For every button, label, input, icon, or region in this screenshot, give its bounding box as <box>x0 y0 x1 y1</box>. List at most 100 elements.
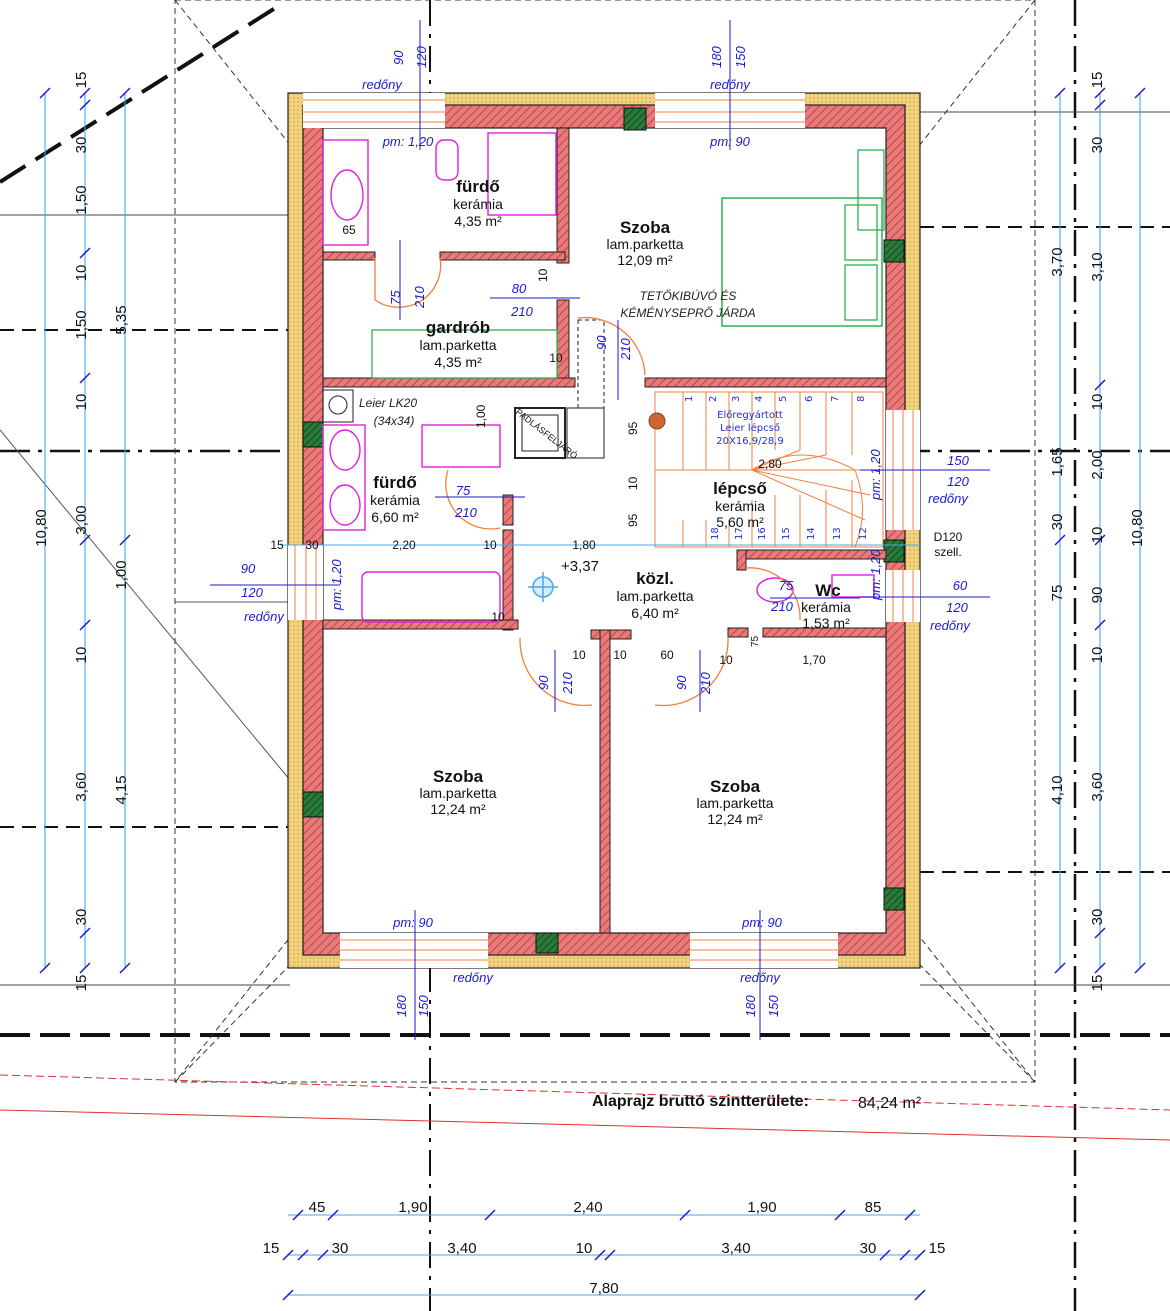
door-swings <box>374 257 801 707</box>
dim-int-10-g: 10 <box>536 268 550 282</box>
label-door-75-c: 75 <box>779 578 794 593</box>
svg-text:5: 5 <box>778 396 789 402</box>
dim-int-95-a: 95 <box>626 421 640 435</box>
svg-text:14: 14 <box>806 527 817 540</box>
dim-left-6: 10 <box>73 394 90 411</box>
dim-int-95-b: 95 <box>626 513 640 527</box>
dim-right-mid-5: 4,10 <box>1049 775 1066 804</box>
room-name-bath-mid: fürdő <box>373 473 416 492</box>
dimensions-right: 15 30 3,10 10 2,00 10 90 10 3,60 30 15 3… <box>1049 72 1146 992</box>
dim-right-mid-6: 10,80 <box>1129 509 1146 547</box>
dim-right-9: 3,60 <box>1089 772 1106 801</box>
note-stair-width: 2,80 <box>758 457 782 471</box>
svg-text:3: 3 <box>731 396 742 402</box>
interior-walls <box>322 127 887 934</box>
dim-left-4: 10 <box>73 265 90 282</box>
dim-bottom-total: 7,80 <box>589 1280 618 1297</box>
dim-int-wc-75: 75 <box>750 635 761 647</box>
label-pm-90-top: pm: 90 <box>709 134 751 149</box>
note-stair-3: 20X16,9/28,9 <box>716 436 783 447</box>
dim-right-mid-4: 75 <box>1049 585 1066 602</box>
label-door-210-a: 210 <box>510 304 533 319</box>
room-name-wc: Wc <box>815 581 841 600</box>
dim-right-4: 10 <box>1089 394 1106 411</box>
summary-value: 84,24 m² <box>858 1095 922 1112</box>
dim-right-3: 3,10 <box>1089 252 1106 281</box>
label-w-180-bottom-right: 180 <box>743 995 758 1017</box>
room-area-wc: 1,53 m² <box>802 615 850 631</box>
label-w-180-bottom-left: 180 <box>394 995 409 1017</box>
dimensions-left: 15 30 1,50 10 1,50 10 3,00 1,00 10 3,60 … <box>33 72 130 992</box>
dim-left-mid-2: 10,80 <box>33 509 50 547</box>
label-shutter-bottom-left: redőny <box>453 970 494 985</box>
room-floor-bedroom-ne: lam.parketta <box>606 236 683 252</box>
label-door-210-b: 210 <box>412 286 427 309</box>
dim-int-10-b: 10 <box>491 610 505 624</box>
dim-bottom-r2-6: 30 <box>860 1240 877 1257</box>
label-shutter-right-2: redőny <box>930 618 971 633</box>
dim-right-2: 30 <box>1089 137 1106 154</box>
svg-text:13: 13 <box>832 527 843 540</box>
room-name-stairs: lépcső <box>713 479 767 498</box>
dim-int-30: 30 <box>305 538 319 552</box>
label-door-210-c: 210 <box>618 338 633 361</box>
dim-left-10: 3,60 <box>73 772 90 801</box>
room-floor-bath-mid: kerámia <box>370 492 420 508</box>
note-vent-1: D120 <box>934 530 963 544</box>
note-level: +3,37 <box>561 558 599 575</box>
note-stair-2: Leier lépcső <box>720 422 780 434</box>
svg-text:12: 12 <box>858 527 869 540</box>
label-door-75-b: 75 <box>456 483 471 498</box>
dim-left-3: 1,50 <box>73 185 90 214</box>
label-pm-120-left: pm: 1,20 <box>329 559 344 611</box>
label-w-150-bottom-right: 150 <box>766 995 781 1017</box>
label-w-120-right: 120 <box>947 474 969 489</box>
label-w-150-top: 150 <box>733 46 748 68</box>
room-area-bedroom-sw: 12,24 m² <box>430 801 486 817</box>
label-w-90-top: 90 <box>391 50 406 65</box>
label-door-210-f: 210 <box>698 672 713 695</box>
room-area-bedroom-se: 12,24 m² <box>707 811 763 827</box>
dim-left-12: 15 <box>73 975 90 992</box>
dim-int-15: 15 <box>270 538 284 552</box>
svg-text:8: 8 <box>856 396 867 402</box>
dim-int-hall-w: 1,80 <box>572 538 596 552</box>
svg-text:1: 1 <box>684 396 695 402</box>
area-summary: Alaprajz bruttó szintterülete: 84,24 m² <box>592 1093 922 1112</box>
dim-int-10-e: 10 <box>719 653 733 667</box>
dim-bottom-r2-4: 10 <box>576 1240 593 1257</box>
note-vent-2: szell. <box>934 545 961 559</box>
dim-right-mid-1: 3,70 <box>1049 247 1066 276</box>
label-w-120-top: 120 <box>414 46 429 68</box>
label-door-75-a: 75 <box>388 290 403 305</box>
dim-left-2: 30 <box>73 137 90 154</box>
room-area-stairs: 5,60 m² <box>716 514 764 530</box>
room-name-bath-top: fürdő <box>456 177 499 196</box>
dim-left-9: 10 <box>73 647 90 664</box>
room-floor-stairs: kerámia <box>715 498 765 514</box>
label-w-90-left: 90 <box>241 561 256 576</box>
label-pm-120-right-2: pm: 1,20 <box>868 549 883 601</box>
dim-left-11: 30 <box>73 909 90 926</box>
stair-step-numbers: 1 2 3 4 5 6 7 8 12 13 14 15 16 17 18 <box>684 396 869 540</box>
note-height-100: 1,00 <box>474 404 488 428</box>
dimension-lines <box>44 93 1141 1296</box>
room-floor-bedroom-sw: lam.parketta <box>419 785 496 801</box>
room-floor-wc: kerámia <box>801 599 851 615</box>
label-shutter-bottom-right: redőny <box>740 970 781 985</box>
label-door-90-c: 90 <box>674 675 689 690</box>
room-name-bedroom-se: Szoba <box>710 777 761 796</box>
room-floor-bedroom-se: lam.parketta <box>696 795 773 811</box>
dim-int-wc-w: 1,70 <box>802 653 826 667</box>
svg-text:6: 6 <box>804 396 815 402</box>
dim-bottom-r2-3: 3,40 <box>447 1240 476 1257</box>
dim-right-7: 90 <box>1089 587 1106 604</box>
label-w-180-top: 180 <box>709 46 724 68</box>
opening-marker-lines <box>210 20 990 1040</box>
dim-int-10-h: 10 <box>549 351 563 365</box>
svg-text:2: 2 <box>708 396 719 402</box>
dimension-ticks <box>39 87 1146 1301</box>
fixtures <box>322 132 885 623</box>
dim-right-10: 30 <box>1089 909 1106 926</box>
svg-text:17: 17 <box>734 527 745 540</box>
